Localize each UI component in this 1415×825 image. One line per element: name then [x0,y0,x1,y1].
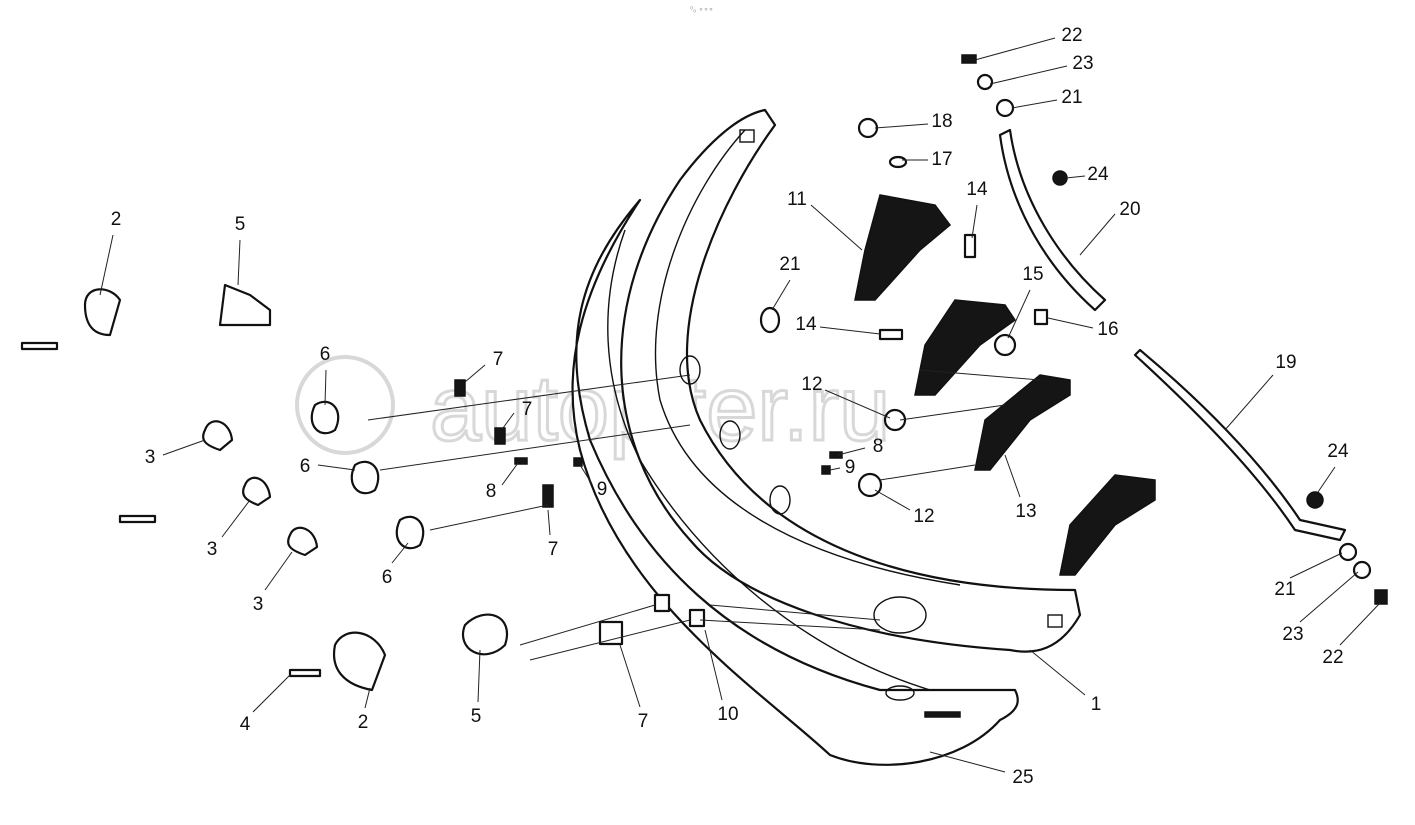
callout-12: 12 [801,374,822,395]
leader-lines [99,37,1381,773]
callout-9: 9 [597,479,608,500]
callout-24: 24 [1327,441,1349,462]
watermark: autopiter.ru [295,355,892,462]
callout-labels: 22 23 21 24 20 18 17 14 11 21 15 16 14 1… [111,25,1349,788]
callout-21: 21 [779,254,800,275]
callout-3: 3 [253,594,264,615]
bumper-part-1 [620,108,1082,653]
callout-19: 19 [1275,352,1296,373]
callout-21: 21 [1274,579,1295,600]
callout-6: 6 [320,344,331,365]
callout-3: 3 [207,539,218,560]
callout-6: 6 [300,456,311,477]
callout-25: 25 [1012,767,1033,788]
callout-23: 23 [1282,624,1303,645]
callout-5: 5 [471,706,482,727]
callout-21: 21 [1061,87,1082,108]
callout-10: 10 [717,704,738,725]
callout-11: 11 [787,189,807,210]
callout-14: 14 [795,314,817,335]
callout-2: 2 [358,712,369,733]
callout-9: 9 [845,457,856,478]
callout-6: 6 [382,567,393,588]
callout-24: 24 [1087,164,1109,185]
callout-4: 4 [240,714,251,735]
mounting-brackets [854,194,1156,576]
callout-3: 3 [145,447,156,468]
callout-8: 8 [486,481,497,502]
callout-23: 23 [1072,53,1093,74]
callout-1: 1 [1091,694,1102,715]
callout-8: 8 [873,436,884,457]
callout-22: 22 [1061,25,1082,46]
callout-14: 14 [966,179,988,200]
callout-13: 13 [1015,501,1036,522]
callout-7: 7 [493,349,504,370]
callout-5: 5 [235,214,246,235]
callout-18: 18 [931,111,952,132]
callout-7: 7 [548,539,559,560]
callout-2: 2 [111,209,122,230]
callout-20: 20 [1119,199,1140,220]
callout-15: 15 [1022,264,1043,285]
callout-7: 7 [522,399,533,420]
fasteners [20,54,1388,692]
header-mark: ⁰ₒ ∘∘∘ [690,5,713,14]
callout-12: 12 [913,506,934,527]
callout-22: 22 [1322,647,1343,668]
callout-7: 7 [638,711,649,732]
support-rods [998,128,1347,542]
callout-17: 17 [931,149,952,170]
callout-16: 16 [1097,319,1118,340]
